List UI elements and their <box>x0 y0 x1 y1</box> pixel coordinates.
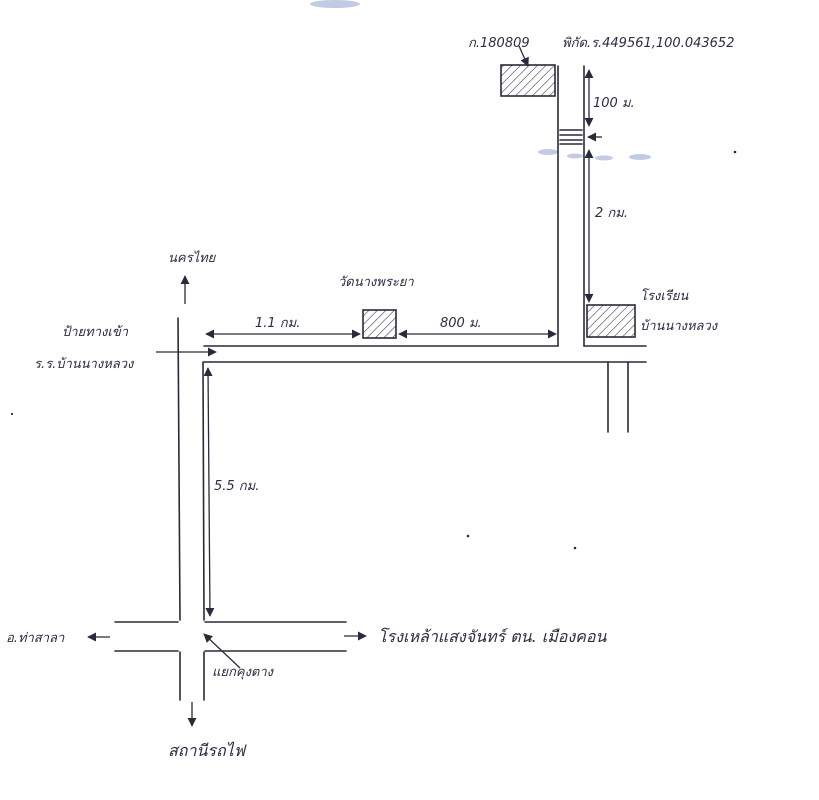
distance-2km-label: 2 กม. <box>595 206 628 221</box>
temple-box <box>362 309 397 339</box>
distillery-label: โรงเหล้าแสงจันทร์ ตน. เมืองคอน <box>378 627 607 646</box>
stray-dot <box>10 412 14 416</box>
junction-pointer-arrow <box>203 633 241 669</box>
distance-800m-label: 800 ม. <box>440 316 482 331</box>
tha-sala-label: อ.ท่าสาลา <box>6 631 65 646</box>
distance-100m-label: 100 ม. <box>593 96 635 111</box>
school-box <box>586 304 636 338</box>
stray-dot <box>466 534 470 538</box>
point-id-label: ก.180809 <box>468 36 530 51</box>
station-label: สถานีรถไฟ <box>168 741 247 760</box>
temple-label: วัดนางพระยา <box>338 275 414 290</box>
school-label-line2: บ้านนางหลวง <box>640 319 719 334</box>
school-sign-label: ร.ร.บ้านนางหลวง <box>34 357 135 372</box>
coordinates-label: พิกัด.ร.449561,100.043652 <box>562 36 734 51</box>
distance-1-1km-label: 1.1 กม. <box>255 316 300 331</box>
stray-dot <box>733 150 737 154</box>
entrance-sign-label: ป้ายทางเข้า <box>62 325 129 340</box>
dimension-lines <box>87 45 602 727</box>
point-arrow <box>518 45 529 67</box>
dim-5-5km-arrow <box>203 367 215 617</box>
junction-label: แยกคุงตาง <box>212 665 275 680</box>
distance-5-5km-label: 5.5 กม. <box>214 479 259 494</box>
ink-smudge <box>310 0 651 161</box>
nakhon-thai-label: นครไทย <box>168 250 217 266</box>
west-road-left-edge <box>177 317 181 621</box>
stray-dot <box>573 546 577 550</box>
school-label-line1: โรงเรียน <box>640 288 689 304</box>
road-network <box>114 65 647 701</box>
west-road-right-edge <box>202 361 205 621</box>
target-site-box <box>500 64 556 97</box>
